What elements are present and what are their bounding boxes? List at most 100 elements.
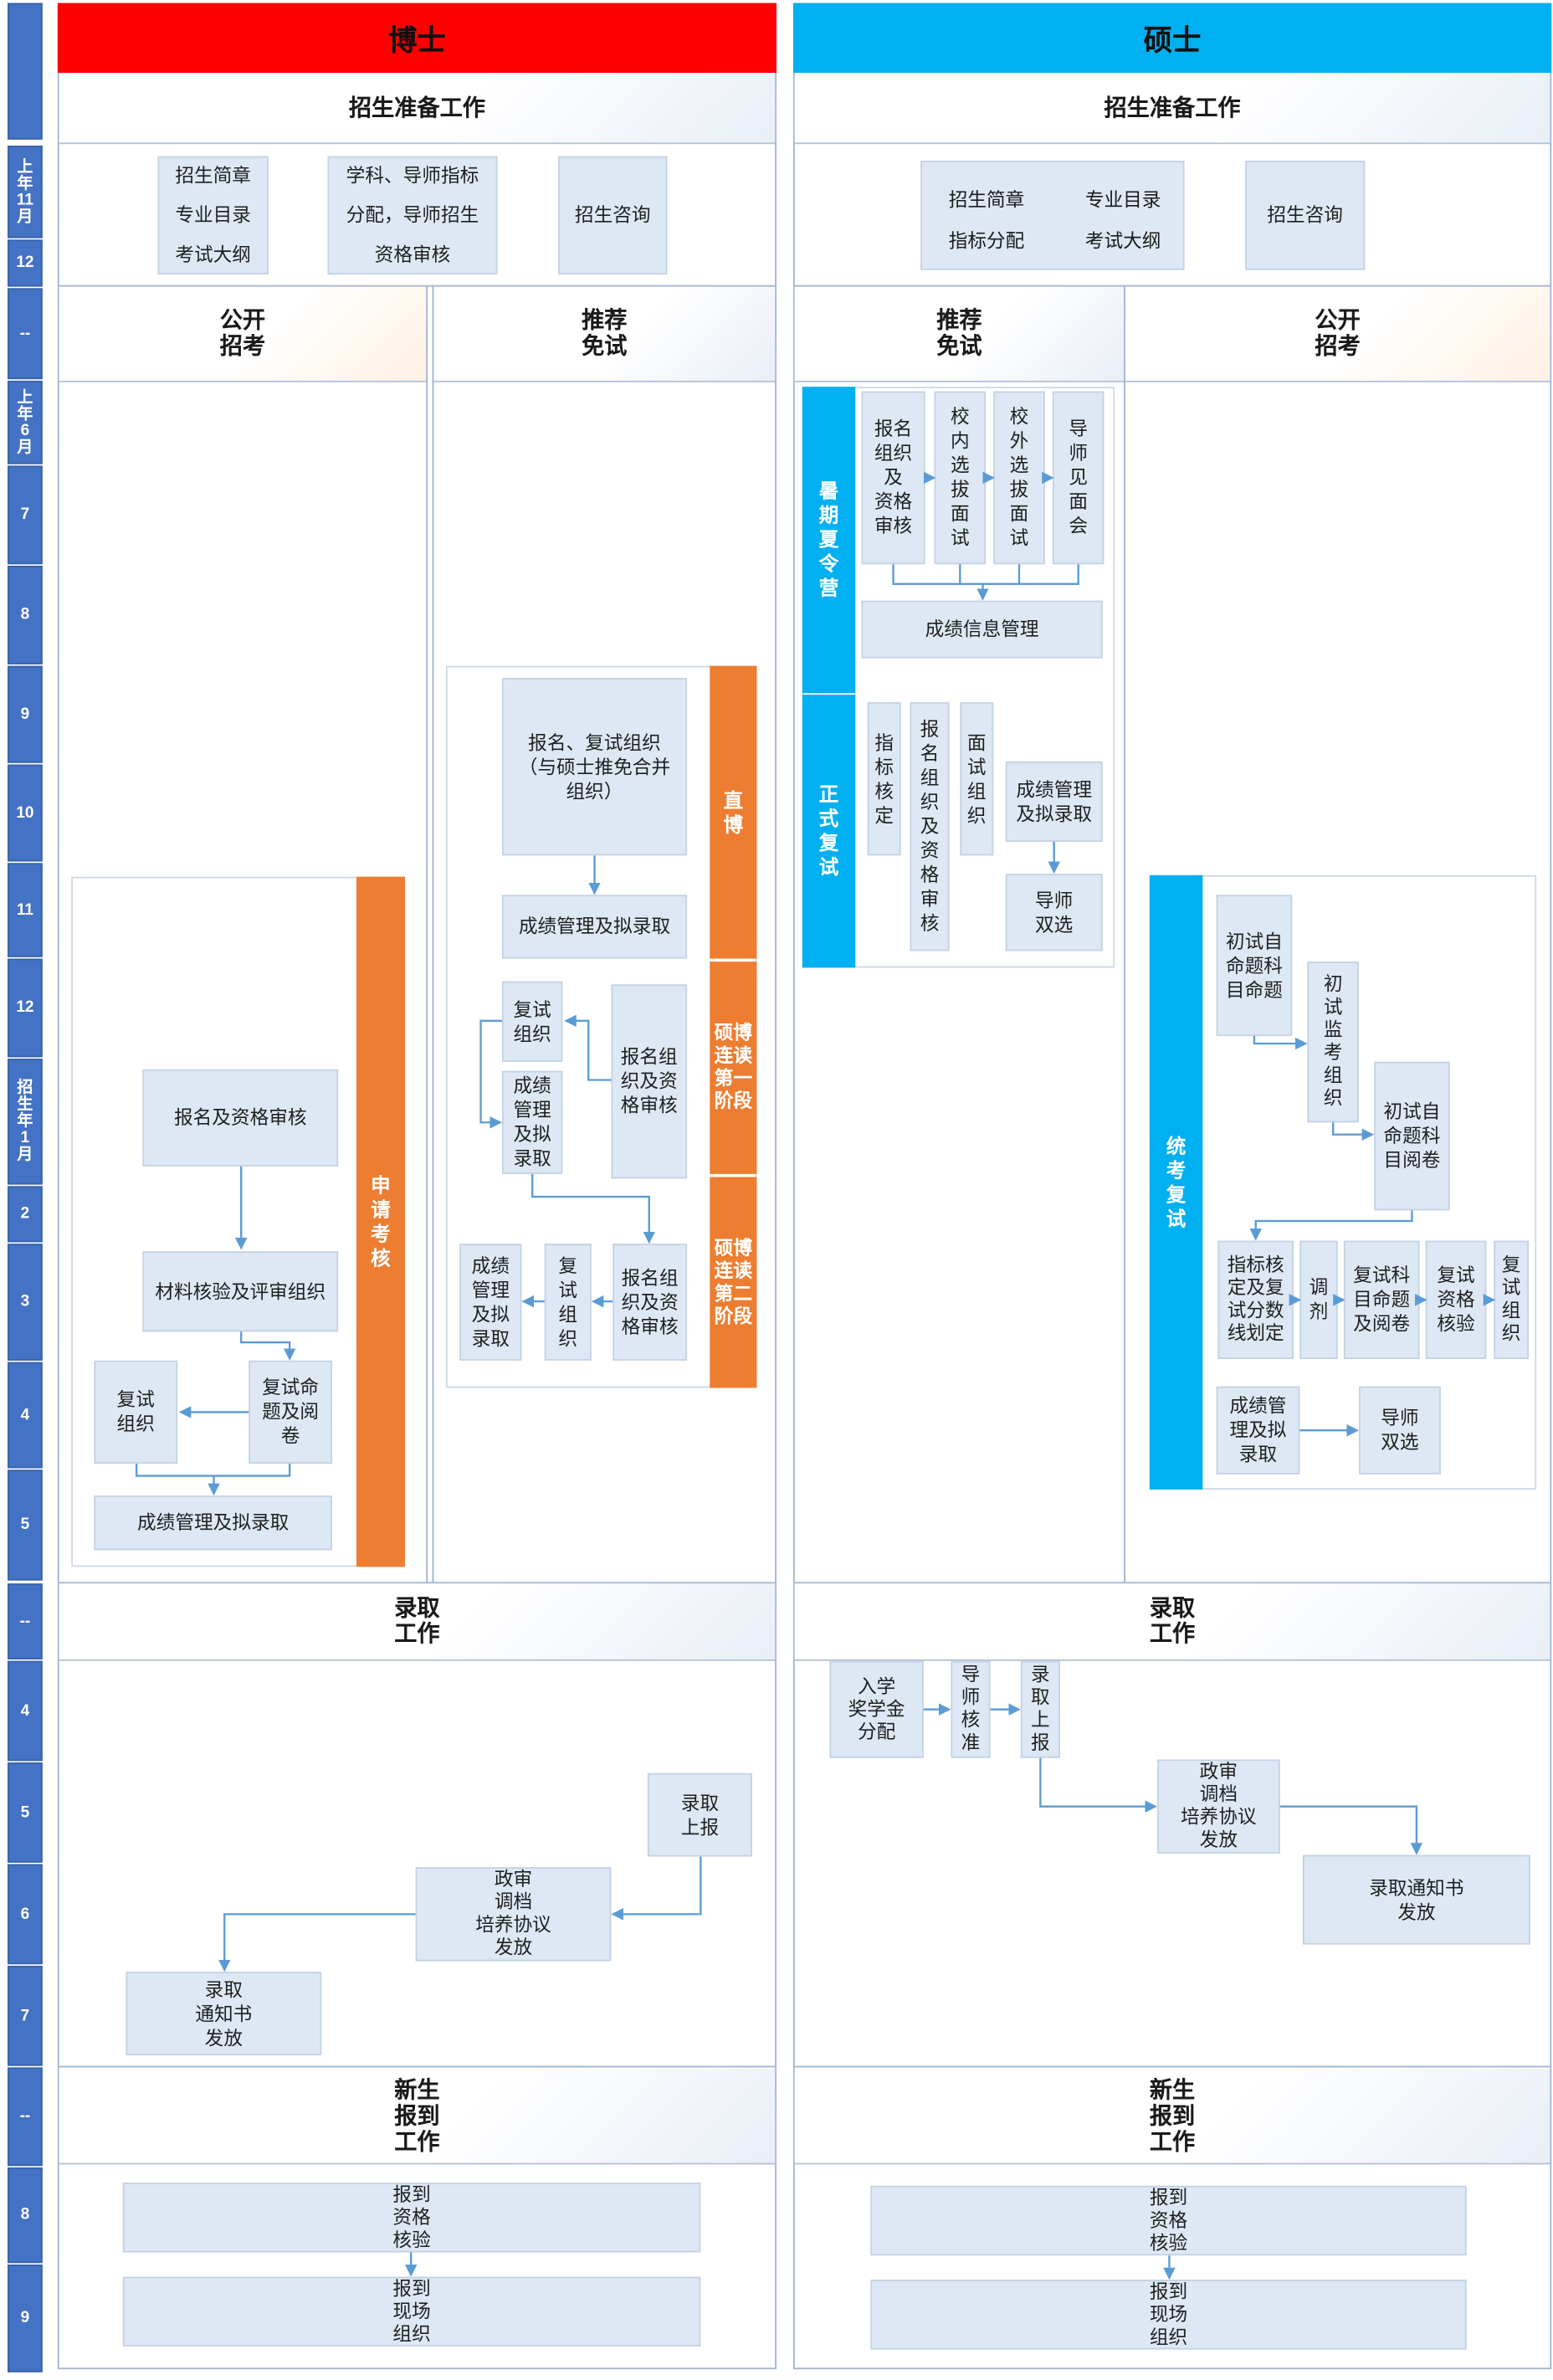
prep-item: 指标分配 — [948, 230, 1025, 252]
timeline-cell: 9 — [8, 2265, 43, 2372]
timeline-cell: 4 — [8, 1660, 43, 1762]
flow-box: 政审 调档 培养协议 发放 — [415, 1867, 612, 1962]
flow-box: 录取通知书 发放 — [1302, 1854, 1530, 1945]
flow-box: 录取 通知书 发放 — [126, 1972, 322, 2055]
doctor-enroll-header: 新生 报到 工作 — [59, 2069, 776, 2165]
flow-box: 初试自 命题科 目阅卷 — [1374, 1061, 1450, 1211]
flow-box: 报 名 组 织 及 资 格 审 核 — [910, 702, 950, 951]
divider — [1124, 286, 1125, 1582]
timeline-cell: 6 — [8, 1864, 43, 1965]
timeline-cell: 2 — [8, 1186, 43, 1243]
flow-box: 复 试 组 织 — [1494, 1240, 1529, 1359]
prep-item: 专业目录 — [1084, 189, 1161, 211]
flow-box: 调 剂 — [1299, 1240, 1338, 1359]
flow-box: 初试自 命题科 目命题 — [1216, 895, 1293, 1036]
stage-two-bar: 硕博 连读 第二 阶段 — [710, 1177, 757, 1388]
direct-phd-bar: 直 博 — [710, 665, 757, 959]
timeline-cell: -- — [8, 288, 43, 380]
timeline-cell: 7 — [8, 1966, 43, 2066]
flow-box: 入学 奖学金 分配 — [829, 1660, 924, 1758]
flow-box: 报名组 织及资 格审核 — [612, 1244, 688, 1361]
flow-box: 报到 资格 核验 — [870, 2185, 1467, 2256]
timeline-cell: 4 — [8, 1362, 43, 1469]
timeline-cell: 12 — [8, 958, 43, 1058]
flow-box: 复 试 组 织 — [544, 1244, 592, 1361]
flow-box: 导 师 核 准 — [951, 1660, 991, 1758]
prep-item: 考试大纲 — [1084, 230, 1161, 252]
flow-box: 报到 现场 组织 — [122, 2276, 701, 2347]
doctor-recommend-header: 推荐 免试 — [433, 286, 776, 382]
timeline-cell: 12 — [8, 239, 43, 287]
flow-box: 政审 调档 培养协议 发放 — [1156, 1759, 1280, 1854]
flow-box: 成绩管理 及拟录取 — [1005, 761, 1103, 842]
flow-box: 复试 资格 核验 — [1425, 1240, 1487, 1359]
flow-box: 报名组 织及资 格审核 — [611, 984, 688, 1179]
flow-box: 校 外 选 拔 面 试 — [993, 391, 1045, 565]
flow-box: 校 内 选 拔 面 试 — [934, 391, 987, 565]
flow-box: 材料核验及评审组织 — [142, 1251, 339, 1332]
flow-box: 成绩 管理 及拟 录取 — [459, 1244, 522, 1361]
flow-box: 面 试 组 织 — [960, 702, 994, 856]
flow-box: 成绩信息管理 — [861, 600, 1103, 659]
formal-retest-bar: 正 式 复 试 — [802, 695, 856, 968]
timeline-cell: 5 — [8, 1762, 43, 1863]
timeline-cell: 3 — [8, 1244, 43, 1361]
divider — [59, 285, 776, 287]
timeline-cell: 招 生 年 1 月 — [8, 1059, 43, 1185]
doctor-title: 博士 — [57, 3, 776, 73]
flow-box: 录 取 上 报 — [1020, 1660, 1060, 1758]
master-enroll-header: 新生 报到 工作 — [794, 2069, 1550, 2165]
timeline-cell: 8 — [8, 566, 43, 664]
summer-camp-bar: 暑 期 夏 令 营 — [802, 387, 856, 694]
apply-assess-bar: 申 请 考 核 — [356, 876, 405, 1567]
timeline-cell: 7 — [8, 465, 43, 565]
flow-box: 导 师 见 面 会 — [1052, 391, 1105, 565]
divider — [59, 1582, 776, 1584]
timeline-cell: 5 — [8, 1470, 43, 1581]
master-open-header: 公开 招考 — [1125, 286, 1550, 382]
flow-box: 成绩管理及拟录取 — [94, 1495, 332, 1551]
flow-box: 导师 双选 — [1359, 1386, 1441, 1475]
divider — [794, 285, 1550, 287]
master-prep-box: 招生咨询 — [1245, 161, 1366, 270]
flow-box: 报名、复试组织 （与硕士推免合并 组织） — [501, 678, 688, 856]
timeline-cell: 11 — [8, 863, 43, 957]
timeline-cell: 8 — [8, 2167, 43, 2264]
doctor-admission-header: 录取 工作 — [59, 1583, 776, 1661]
master-title: 硕士 — [792, 3, 1552, 73]
timeline-cell: 上 年 11 月 — [8, 146, 43, 239]
timeline-cell: 上 年 6 月 — [8, 380, 43, 464]
unified-exam-bar: 统 考 复 试 — [1149, 875, 1203, 1490]
flow-box: 报到 现场 组织 — [870, 2280, 1467, 2350]
divider — [426, 286, 434, 1582]
stage-one-bar: 硕博 连读 第一 阶段 — [710, 962, 757, 1174]
flow-box: 导师 双选 — [1005, 874, 1103, 951]
flow-box: 复试命 题及阅 卷 — [249, 1360, 332, 1464]
flow-box: 指标核 定及复 试分数 线划定 — [1217, 1240, 1294, 1359]
doctor-open-header: 公开 招考 — [59, 286, 427, 382]
flow-box: 报名 组织 及 资格 审核 — [861, 391, 925, 565]
flow-box: 复试 组织 — [501, 981, 563, 1062]
prep-item: 招生简章 — [948, 189, 1025, 211]
flow-box: 成绩管 理及拟 录取 — [1216, 1386, 1300, 1475]
doctor-prep-header: 招生准备工作 — [59, 74, 776, 145]
flow-box: 复试科 目命题 及阅卷 — [1343, 1240, 1420, 1359]
flow-box: 成绩 管理 及拟 录取 — [501, 1070, 563, 1174]
master-prep-box — [920, 161, 1185, 270]
timeline-cell: -- — [8, 2067, 43, 2167]
flow-box: 成绩管理及拟录取 — [501, 895, 688, 959]
timeline-cell — [8, 3, 43, 140]
divider — [794, 2065, 1550, 2068]
doctor-prep-box: 学科、导师指标 分配，导师招生 资格审核 — [327, 156, 498, 275]
flow-box: 复试 组织 — [94, 1360, 178, 1464]
flow-box: 报名及资格审核 — [142, 1069, 339, 1167]
master-admission-header: 录取 工作 — [794, 1583, 1550, 1661]
divider — [794, 1582, 1550, 1584]
timeline-cell: -- — [8, 1583, 43, 1659]
doctor-prep-box: 招生简章 专业目录 考试大纲 — [157, 156, 269, 275]
master-prep-header: 招生准备工作 — [794, 74, 1550, 145]
doctor-prep-box: 招生咨询 — [558, 156, 668, 275]
divider — [59, 2065, 776, 2068]
timeline-cell: 10 — [8, 764, 43, 862]
